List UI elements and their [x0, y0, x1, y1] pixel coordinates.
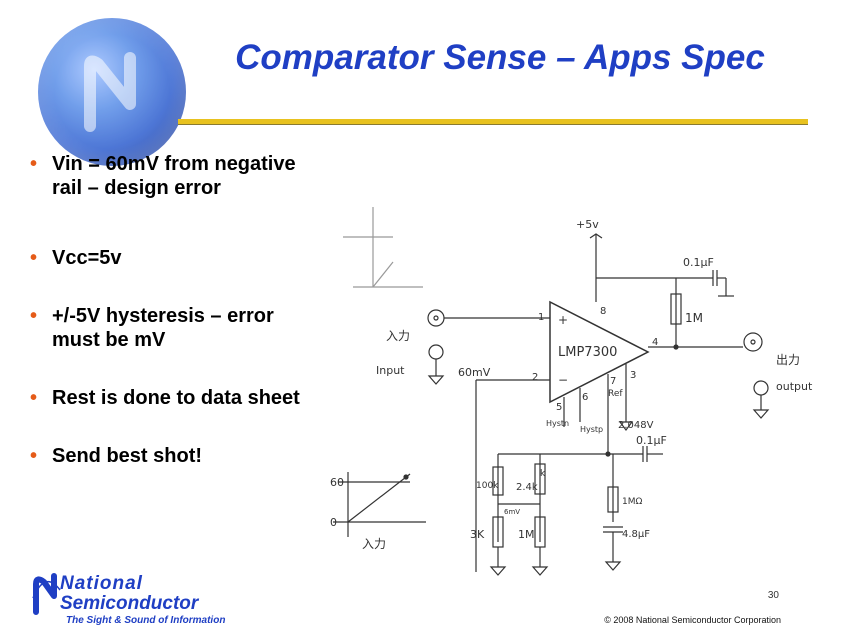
svg-text:1M: 1M: [518, 528, 535, 541]
bullet-dot-icon: •: [30, 247, 38, 269]
svg-text:4: 4: [652, 337, 658, 348]
output-label-jp: 出力: [776, 353, 800, 367]
svg-text:入力: 入力: [362, 537, 386, 551]
svg-text:6: 6: [582, 392, 588, 403]
bullet-item: •+/-5V hysteresis – error must be mV: [30, 305, 274, 351]
bullet-item: •Rest is done to data sheet: [30, 387, 300, 409]
input-label-en: Input: [376, 364, 405, 377]
hysteresis-graph-top: [343, 207, 423, 288]
svg-text:100k: 100k: [476, 481, 499, 491]
input-label-jp: 入力: [386, 329, 410, 343]
svg-text:3K: 3K: [470, 528, 485, 541]
logo-line-semiconductor: Semiconductor: [60, 593, 199, 614]
page-title: Comparator Sense – Apps Spec: [235, 38, 765, 77]
bullet-item: •Vin = 60mV from negative rail – design …: [30, 153, 296, 199]
logo-line-national: National: [60, 573, 143, 594]
svg-text:1MΩ: 1MΩ: [622, 497, 642, 507]
svg-text:60: 60: [330, 476, 344, 489]
cap-mid-label: 0.1µF: [636, 434, 667, 447]
svg-text:2: 2: [532, 372, 538, 383]
svg-text:4.8µF: 4.8µF: [622, 529, 650, 540]
comparator-schematic: +5v 0.1µF 1M LMP7300 + − 1 入力 Input 4 出力…: [330, 207, 813, 576]
logo-tagline: The Sight & Sound of Information: [66, 615, 226, 626]
svg-text:−: −: [558, 373, 568, 387]
bullet-dot-icon: •: [30, 305, 38, 327]
title-divider: [178, 119, 808, 125]
pullup-resistor-label: 1M: [685, 311, 703, 325]
bullet-list: •Vin = 60mV from negative rail – design …: [30, 152, 310, 468]
bullet-item: •Vcc=5v: [30, 247, 122, 269]
svg-text:1: 1: [538, 312, 544, 323]
bullet-dot-icon: •: [30, 445, 38, 467]
svg-text:7: 7: [610, 376, 616, 387]
svg-text:2.4k: 2.4k: [516, 482, 538, 493]
svg-text:Hystp: Hystp: [580, 425, 603, 434]
bullet-dot-icon: •: [30, 153, 38, 175]
output-label-en: output: [776, 380, 813, 393]
vref-label: 2.048V: [618, 420, 654, 431]
svg-text:6mV: 6mV: [504, 508, 520, 516]
supply-label: +5v: [576, 218, 599, 231]
svg-text:Ref: Ref: [608, 389, 623, 399]
bullet-item: •Send best shot!: [30, 445, 203, 467]
svg-text:5: 5: [556, 402, 562, 413]
svg-text:+: +: [558, 313, 568, 327]
copyright-notice: © 2008 National Semiconductor Corporatio…: [604, 615, 781, 625]
svg-text:k: k: [540, 469, 546, 479]
national-n-icon: [84, 52, 136, 132]
svg-text:8: 8: [600, 306, 606, 317]
svg-text:0: 0: [330, 516, 337, 529]
svg-text:Hystn: Hystn: [546, 419, 569, 428]
svg-text:3: 3: [630, 370, 636, 381]
hysteresis-graph-bottom: 60 0 入力: [330, 472, 426, 551]
cap-top-label: 0.1µF: [683, 256, 714, 269]
bullet-dot-icon: •: [30, 387, 38, 409]
globe-logo: [38, 18, 186, 166]
mv-label: 60mV: [458, 366, 491, 379]
national-semiconductor-logo: [32, 573, 61, 615]
chip-label: LMP7300: [558, 345, 617, 360]
page-number: 30: [767, 590, 779, 601]
